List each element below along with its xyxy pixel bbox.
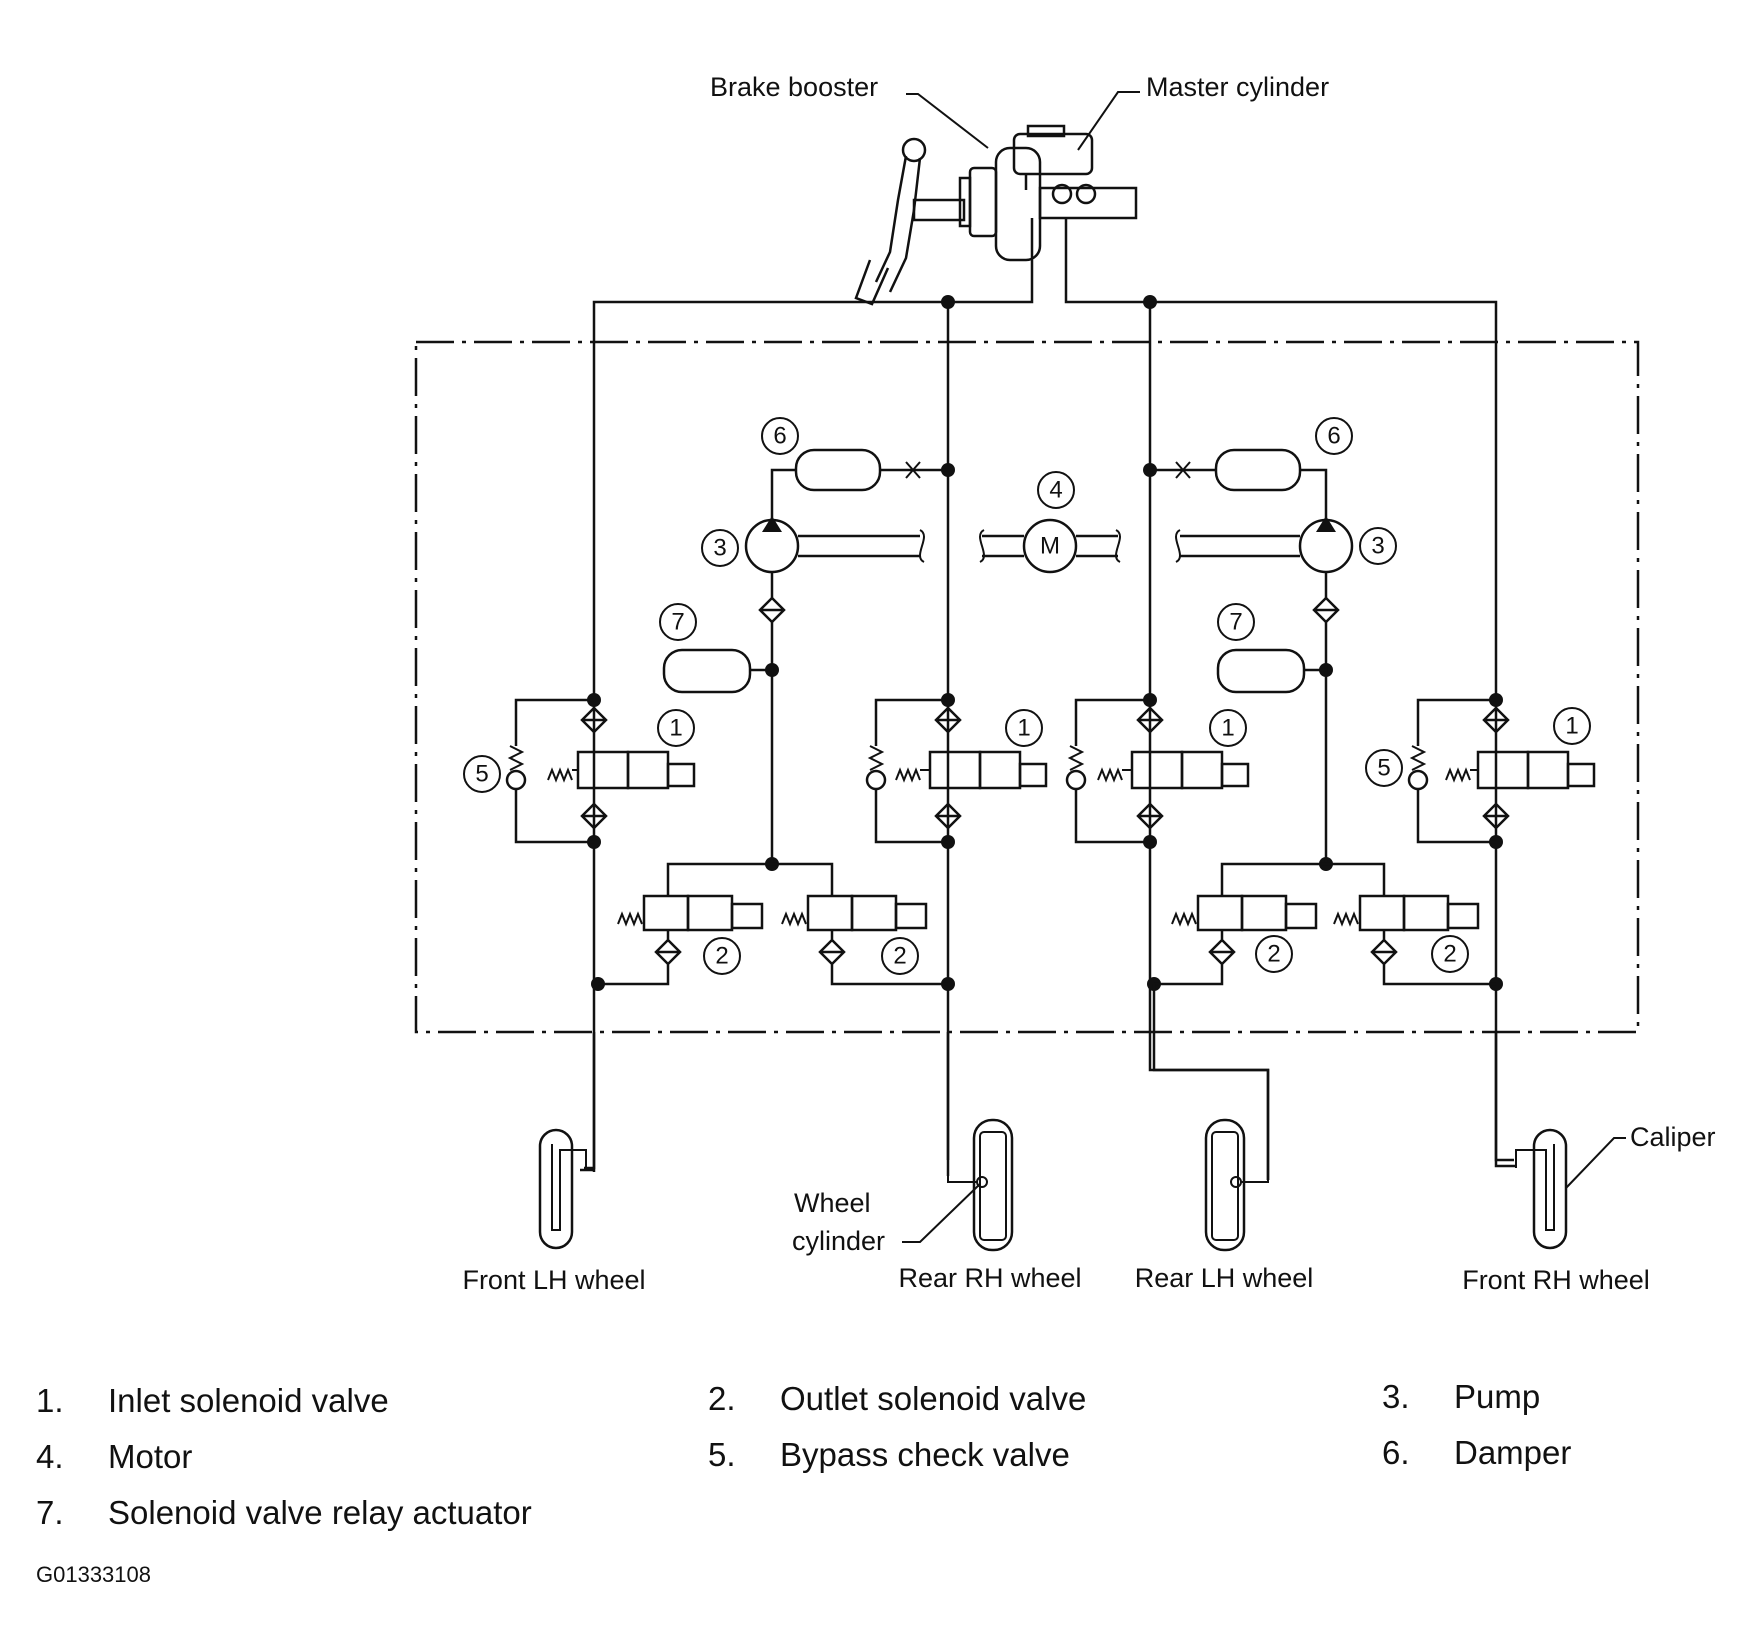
svg-text:4: 4 [1049, 477, 1062, 504]
rear-lh-wheel-cylinder-icon [1204, 1118, 1269, 1252]
legend-item-7: 7. Solenoid valve relay actuator [36, 1494, 532, 1532]
legend-item-4: 4. Motor [36, 1438, 192, 1476]
accumulator-left-icon [662, 648, 772, 694]
pump-right-icon [1175, 516, 1354, 598]
pump-filters [758, 596, 1340, 864]
outlet-valves-right-icon [1154, 862, 1496, 986]
svg-text:5: 5 [475, 761, 488, 788]
front-lh-caliper-icon [538, 1128, 587, 1250]
legend-num: 1. [36, 1382, 64, 1419]
damper-left-icon [770, 448, 948, 520]
legend-num: 2. [708, 1380, 736, 1417]
callout-6-right: 6 [1315, 417, 1353, 455]
svg-text:6: 6 [1327, 423, 1340, 450]
callout-1-rl: 1 [1209, 709, 1247, 747]
legend-text: Bypass check valve [780, 1436, 1070, 1473]
callout-6-left: 6 [761, 417, 799, 455]
callout-2-b: 2 [881, 937, 919, 975]
inlet-valve-rl-icon [1065, 698, 1250, 844]
callout-4: 4 [1037, 471, 1075, 509]
legend-num: 5. [708, 1436, 736, 1473]
svg-text:1: 1 [1221, 715, 1234, 742]
rear-lh-wheel-label: Rear LH wheel [1135, 1263, 1314, 1293]
master-cylinder-icon [1012, 124, 1138, 220]
legend-item-2: 2. Outlet solenoid valve [708, 1380, 1086, 1418]
outlet-valves-left-icon [598, 862, 948, 986]
damper-right-icon [1150, 448, 1328, 520]
callout-7-left: 7 [659, 603, 697, 641]
callout-1-fr: 1 [1553, 707, 1591, 745]
svg-text:1: 1 [669, 715, 682, 742]
wheel-cylinder-label-1: Wheel [794, 1188, 871, 1218]
legend-text: Solenoid valve relay actuator [108, 1494, 532, 1531]
callout-1-fl: 1 [657, 709, 695, 747]
pump-left-icon [744, 516, 925, 598]
callout-3-left: 3 [701, 529, 739, 567]
master-cylinder-label: Master cylinder [1146, 72, 1329, 102]
legend-item-1: 1. Inlet solenoid valve [36, 1382, 389, 1420]
callout-5-right: 5 [1365, 749, 1403, 787]
svg-text:7: 7 [1229, 609, 1242, 636]
front-lh-wheel-label: Front LH wheel [462, 1265, 645, 1295]
brake-booster-label: Brake booster [710, 72, 878, 102]
svg-text:2: 2 [893, 943, 906, 970]
legend-num: 6. [1382, 1434, 1410, 1471]
svg-text:6: 6 [773, 423, 786, 450]
legend-item-6: 6. Damper [1382, 1434, 1571, 1472]
legend-num: 3. [1382, 1378, 1410, 1415]
rear-rh-wheel-label: Rear RH wheel [898, 1263, 1081, 1293]
wheel-cylinder-label-2: cylinder [792, 1226, 885, 1256]
rear-rh-wheel-cylinder-icon [947, 1118, 1014, 1252]
fl-wheel-line [584, 1032, 596, 1170]
svg-text:2: 2 [1267, 941, 1280, 968]
svg-text:1: 1 [1017, 715, 1030, 742]
svg-text:2: 2 [715, 943, 728, 970]
svg-text:3: 3 [713, 535, 726, 562]
callout-3-right: 3 [1359, 527, 1397, 565]
legend-item-3: 3. Pump [1382, 1378, 1540, 1416]
figure-code: G01333108 [36, 1562, 151, 1587]
legend-text: Damper [1454, 1434, 1572, 1471]
callout-2-d: 2 [1431, 935, 1469, 973]
svg-text:2: 2 [1443, 941, 1456, 968]
master-cylinder-leader [1077, 91, 1140, 151]
legend-item-5: 5. Bypass check valve [708, 1436, 1070, 1474]
legend-text: Inlet solenoid valve [108, 1382, 389, 1419]
legend-num: 7. [36, 1494, 64, 1531]
callout-1-rr: 1 [1005, 709, 1043, 747]
svg-text:3: 3 [1371, 533, 1384, 560]
front-rh-wheel-label: Front RH wheel [1462, 1265, 1650, 1295]
front-rh-caliper-icon [1515, 1128, 1568, 1250]
fr-wheel-line [1494, 1032, 1516, 1168]
callout-2-a: 2 [703, 937, 741, 975]
motor-icon: M [979, 518, 1121, 574]
caliper-label: Caliper [1630, 1122, 1716, 1152]
legend-text: Pump [1454, 1378, 1541, 1415]
inlet-valve-rr-icon [865, 698, 1048, 844]
rl-wheel-line [1152, 984, 1270, 1180]
callout-7-right: 7 [1217, 603, 1255, 641]
legend-num: 4. [36, 1438, 64, 1475]
inlet-valve-fr-icon [1407, 698, 1596, 844]
callout-5-left: 5 [463, 755, 501, 793]
motor-symbol: M [1040, 533, 1060, 560]
legend-text: Motor [108, 1438, 193, 1475]
inlet-valve-fl-icon [505, 698, 696, 844]
accumulator-right-icon [1216, 648, 1326, 694]
svg-text:1: 1 [1565, 713, 1578, 740]
legend-text: Outlet solenoid valve [780, 1380, 1087, 1417]
caliper-leader [1565, 1137, 1626, 1189]
wheel-cylinder-leader [902, 1183, 981, 1243]
brake-booster-leader [906, 93, 989, 149]
hydraulic-unit-boundary [414, 340, 1640, 1034]
callout-2-c: 2 [1255, 935, 1293, 973]
svg-text:7: 7 [671, 609, 684, 636]
svg-text:5: 5 [1377, 755, 1390, 782]
